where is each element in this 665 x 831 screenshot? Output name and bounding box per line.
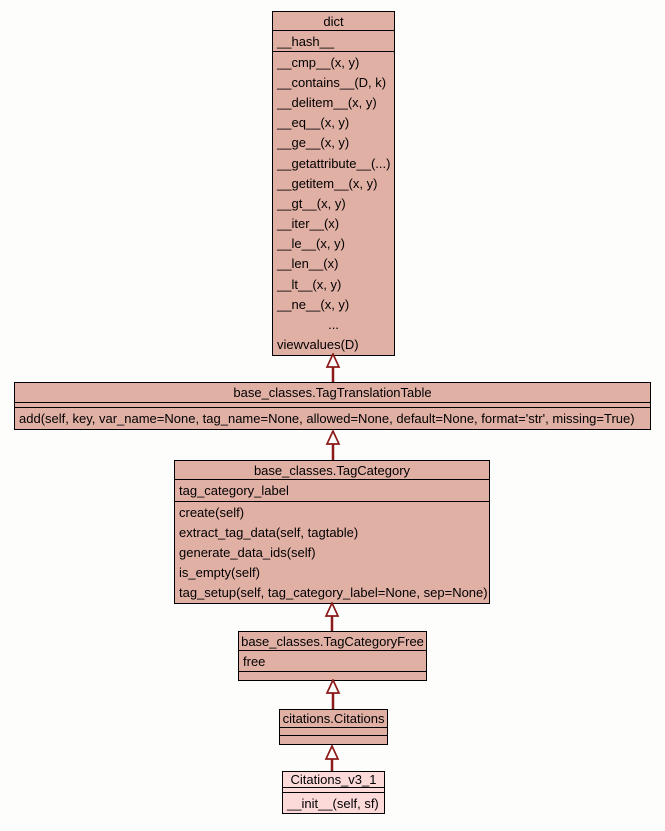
- method: tag_setup(self, tag_category_label=None,…: [179, 585, 488, 601]
- method: generate_data_ids(self): [179, 544, 316, 560]
- attributes-compartment: tag_category_label: [175, 480, 489, 502]
- methods-compartment: add(self, key, var_name=None, tag_name=N…: [15, 408, 650, 429]
- methods-compartment: __init__(self, sf): [283, 793, 384, 813]
- methods-compartment-empty: [239, 672, 426, 680]
- class-box-citations-v3-1[interactable]: Citations_v3_1 __init__(self, sf): [282, 771, 385, 814]
- inheritance-arrow: [325, 353, 341, 382]
- inheritance-arrow: [324, 602, 340, 631]
- attribute: __hash__: [277, 33, 335, 49]
- attribute: tag_category_label: [179, 483, 289, 498]
- method: __eq__(x, y): [277, 115, 350, 131]
- attributes-compartment-empty: [280, 728, 387, 736]
- method: __gt__(x, y): [277, 195, 346, 211]
- attributes-compartment: __hash__: [273, 31, 394, 52]
- method: __lt__(x, y): [277, 276, 342, 292]
- method: extract_tag_data(self, tagtable): [179, 524, 359, 540]
- class-box-tagtranslationtable[interactable]: base_classes.TagTranslationTable add(sel…: [14, 382, 651, 430]
- method: __init__(self, sf): [287, 795, 379, 811]
- methods-ellipsis: ...: [328, 317, 339, 333]
- method: create(self): [179, 504, 245, 520]
- class-box-dict[interactable]: dict __hash__ __cmp__(x, y) __contains__…: [272, 11, 395, 356]
- method: is_empty(self): [179, 565, 260, 581]
- class-title: base_classes.TagTranslationTable: [15, 383, 650, 403]
- attributes-compartment-empty: [283, 788, 384, 793]
- method: __len__(x): [277, 256, 339, 272]
- methods-compartment: __cmp__(x, y) __contains__(D, k) __delit…: [273, 52, 394, 355]
- inheritance-arrow: [324, 745, 340, 771]
- class-title: dict: [273, 12, 394, 31]
- method: __contains__(D, k): [277, 74, 387, 90]
- method: add(self, key, var_name=None, tag_name=N…: [19, 411, 635, 426]
- method: __getitem__(x, y): [277, 175, 378, 191]
- method: __iter__(x): [277, 216, 340, 232]
- method: viewvalues(D): [277, 337, 359, 353]
- class-title: base_classes.TagCategory: [175, 461, 489, 480]
- inheritance-arrow: [325, 679, 341, 709]
- class-title: citations.Citations: [280, 710, 387, 728]
- attribute: free: [243, 653, 266, 669]
- attributes-compartment: free: [239, 651, 426, 672]
- method: __le__(x, y): [277, 236, 345, 252]
- method: __cmp__(x, y): [277, 54, 360, 70]
- class-box-citations[interactable]: citations.Citations: [279, 709, 388, 745]
- method: __ne__(x, y): [277, 296, 350, 312]
- method: __delitem__(x, y): [277, 94, 377, 110]
- class-title: Citations_v3_1: [283, 772, 384, 788]
- inheritance-arrow: [325, 430, 341, 460]
- class-box-tagcategory[interactable]: base_classes.TagCategory tag_category_la…: [174, 460, 490, 604]
- class-box-tagcategoryfree[interactable]: base_classes.TagCategoryFree free: [238, 631, 427, 681]
- class-title: base_classes.TagCategoryFree: [239, 632, 426, 651]
- method: __getattribute__(...): [277, 155, 391, 171]
- attributes-compartment-empty: [15, 403, 650, 408]
- method: __ge__(x, y): [277, 135, 350, 151]
- methods-compartment-empty: [280, 736, 387, 744]
- methods-compartment: create(self) extract_tag_data(self, tagt…: [175, 502, 489, 603]
